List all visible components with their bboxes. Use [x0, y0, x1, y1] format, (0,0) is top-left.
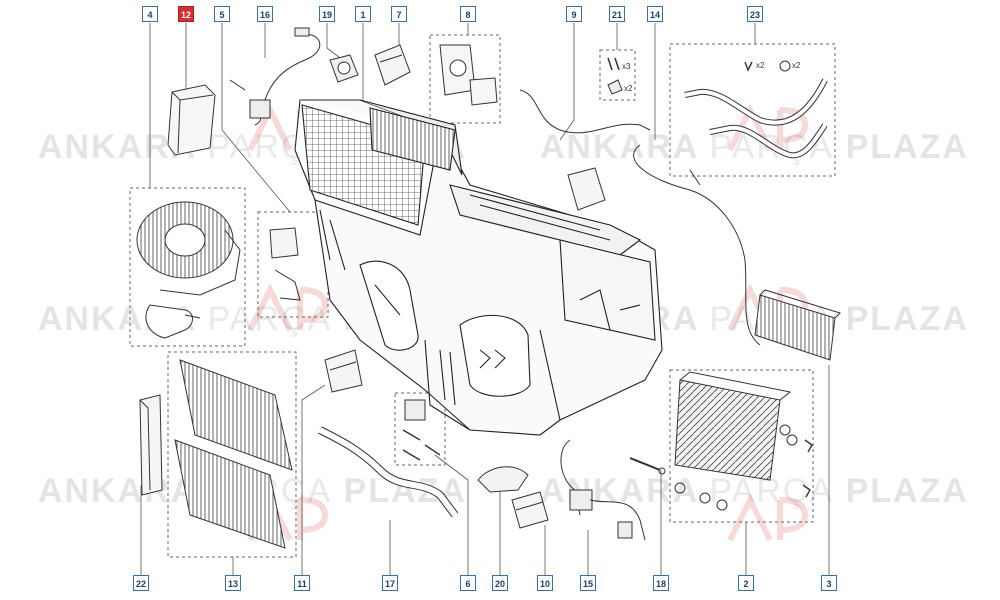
- callout-14[interactable]: 14: [647, 6, 663, 22]
- callout-3[interactable]: 3: [821, 575, 837, 591]
- cabin-filters-13: [174, 359, 293, 549]
- heater-core-3: [754, 289, 841, 361]
- filter-frame-22: [139, 394, 163, 496]
- actuator-9: [519, 89, 651, 211]
- sensor-18: [629, 457, 666, 475]
- callout-15[interactable]: 15: [580, 575, 596, 591]
- group-box-8: [429, 34, 501, 124]
- callout-13[interactable]: 13: [225, 575, 241, 591]
- callout-7[interactable]: 7: [391, 6, 407, 22]
- actuator-8: [439, 44, 498, 106]
- group-box-6: [394, 392, 446, 466]
- callout-21[interactable]: 21: [609, 6, 625, 22]
- callout-17[interactable]: 17: [382, 575, 398, 591]
- qty-label: x2: [792, 61, 801, 70]
- qty-label: x2: [756, 61, 765, 70]
- callout-8[interactable]: 8: [460, 6, 476, 22]
- sensor-wire-14: [633, 144, 761, 346]
- callout-18[interactable]: 18: [653, 575, 669, 591]
- group-box-23: [669, 43, 836, 177]
- callout-6[interactable]: 6: [460, 575, 476, 591]
- actuator-7: [374, 44, 411, 86]
- callout-10[interactable]: 10: [537, 575, 553, 591]
- callout-23[interactable]: 23: [747, 6, 763, 22]
- heater-radiator-2: [674, 371, 813, 511]
- actuator-11: [324, 349, 363, 393]
- group-box-13: [167, 351, 297, 558]
- wiring-harness-16: [229, 27, 321, 126]
- heater-hoses-23: [684, 60, 828, 159]
- callout-20[interactable]: 20: [492, 575, 508, 591]
- callout-19[interactable]: 19: [319, 6, 335, 22]
- qty-label: x3: [622, 62, 631, 71]
- callout-16[interactable]: 16: [257, 6, 273, 22]
- cover-20: [477, 466, 529, 493]
- control-module: [167, 84, 216, 156]
- blower-motor: [136, 201, 241, 339]
- callout-12-selected[interactable]: 12: [178, 6, 194, 22]
- callout-2[interactable]: 2: [738, 575, 754, 591]
- blower-resistor-5: [269, 227, 301, 301]
- actuator-10: [511, 491, 549, 529]
- expansion-valve-6: [402, 399, 441, 461]
- callout-11[interactable]: 11: [294, 575, 310, 591]
- callout-22[interactable]: 22: [133, 575, 149, 591]
- callout-1[interactable]: 1: [355, 6, 371, 22]
- drain-hose-17: [318, 426, 459, 518]
- callout-4[interactable]: 4: [142, 6, 158, 22]
- callout-9[interactable]: 9: [566, 6, 582, 22]
- group-box-2: [669, 369, 814, 523]
- harness-15: [560, 439, 646, 541]
- hvac-housing: [294, 99, 663, 436]
- callout-5[interactable]: 5: [214, 6, 230, 22]
- group-box-4: [129, 187, 246, 347]
- qty-label: x2: [624, 84, 633, 93]
- actuator-19: [329, 54, 359, 83]
- clips-21: [607, 57, 623, 95]
- group-box-21: [599, 49, 636, 101]
